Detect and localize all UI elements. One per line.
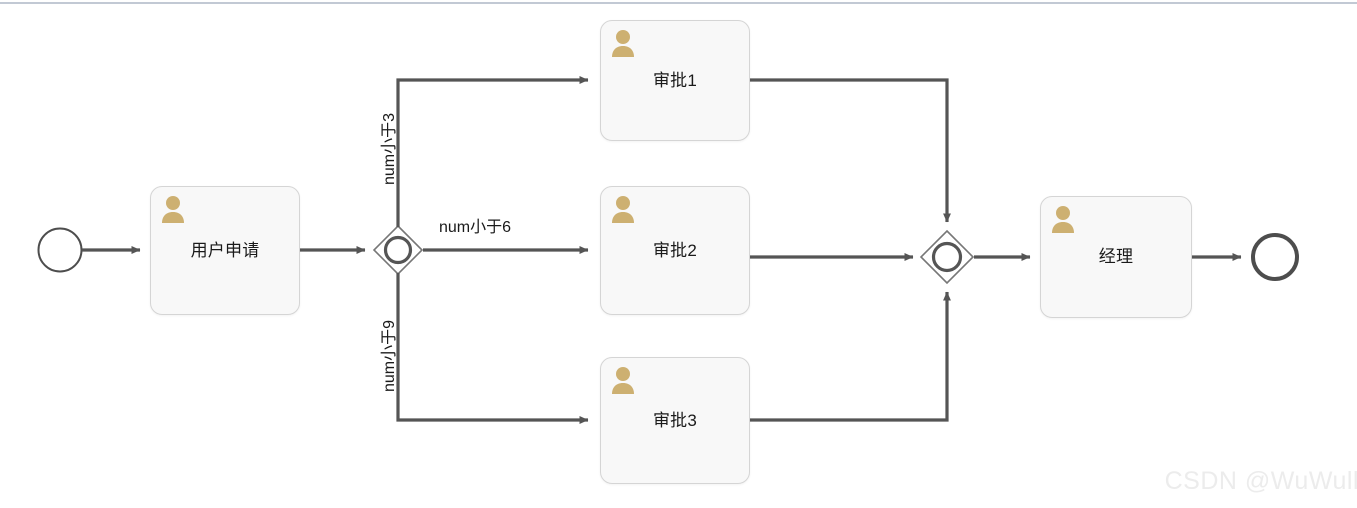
task-approve-3[interactable]: 审批3 — [600, 357, 750, 484]
task-label: 经理 — [1098, 246, 1134, 266]
task-approve-1[interactable]: 审批1 — [600, 20, 750, 141]
task-label: 审批2 — [652, 240, 698, 260]
user-icon — [612, 367, 634, 394]
user-icon — [612, 196, 634, 223]
flow-split-to-approve-1 — [396, 76, 589, 227]
flow-label-branch-middle: num小于6 — [439, 219, 512, 236]
start-event-circle[interactable] — [37, 227, 83, 273]
user-icon — [162, 196, 184, 223]
task-user-apply[interactable]: 用户申请 — [150, 186, 300, 315]
task-label: 审批1 — [652, 70, 698, 90]
task-approve-2[interactable]: 审批2 — [600, 186, 750, 315]
watermark-text: CSDN @WuWull — [1164, 467, 1357, 495]
join-gateway-shape[interactable] — [919, 229, 975, 285]
flow-split-to-approve-3 — [396, 273, 589, 424]
split-gateway-shape[interactable] — [372, 224, 424, 276]
top-divider — [0, 2, 1357, 4]
flow-label-branch-bottom: num小于9 — [381, 319, 398, 392]
user-icon — [612, 30, 634, 57]
flow-approve-1-to-join — [750, 78, 951, 223]
flow-approve-3-to-join — [750, 291, 951, 422]
user-icon — [1052, 206, 1074, 233]
task-label: 审批3 — [652, 410, 698, 430]
task-label: 用户申请 — [190, 240, 260, 260]
task-manager[interactable]: 经理 — [1040, 196, 1192, 318]
flow-label-branch-top: num小于3 — [381, 112, 398, 185]
end-event-circle[interactable] — [1251, 233, 1299, 281]
